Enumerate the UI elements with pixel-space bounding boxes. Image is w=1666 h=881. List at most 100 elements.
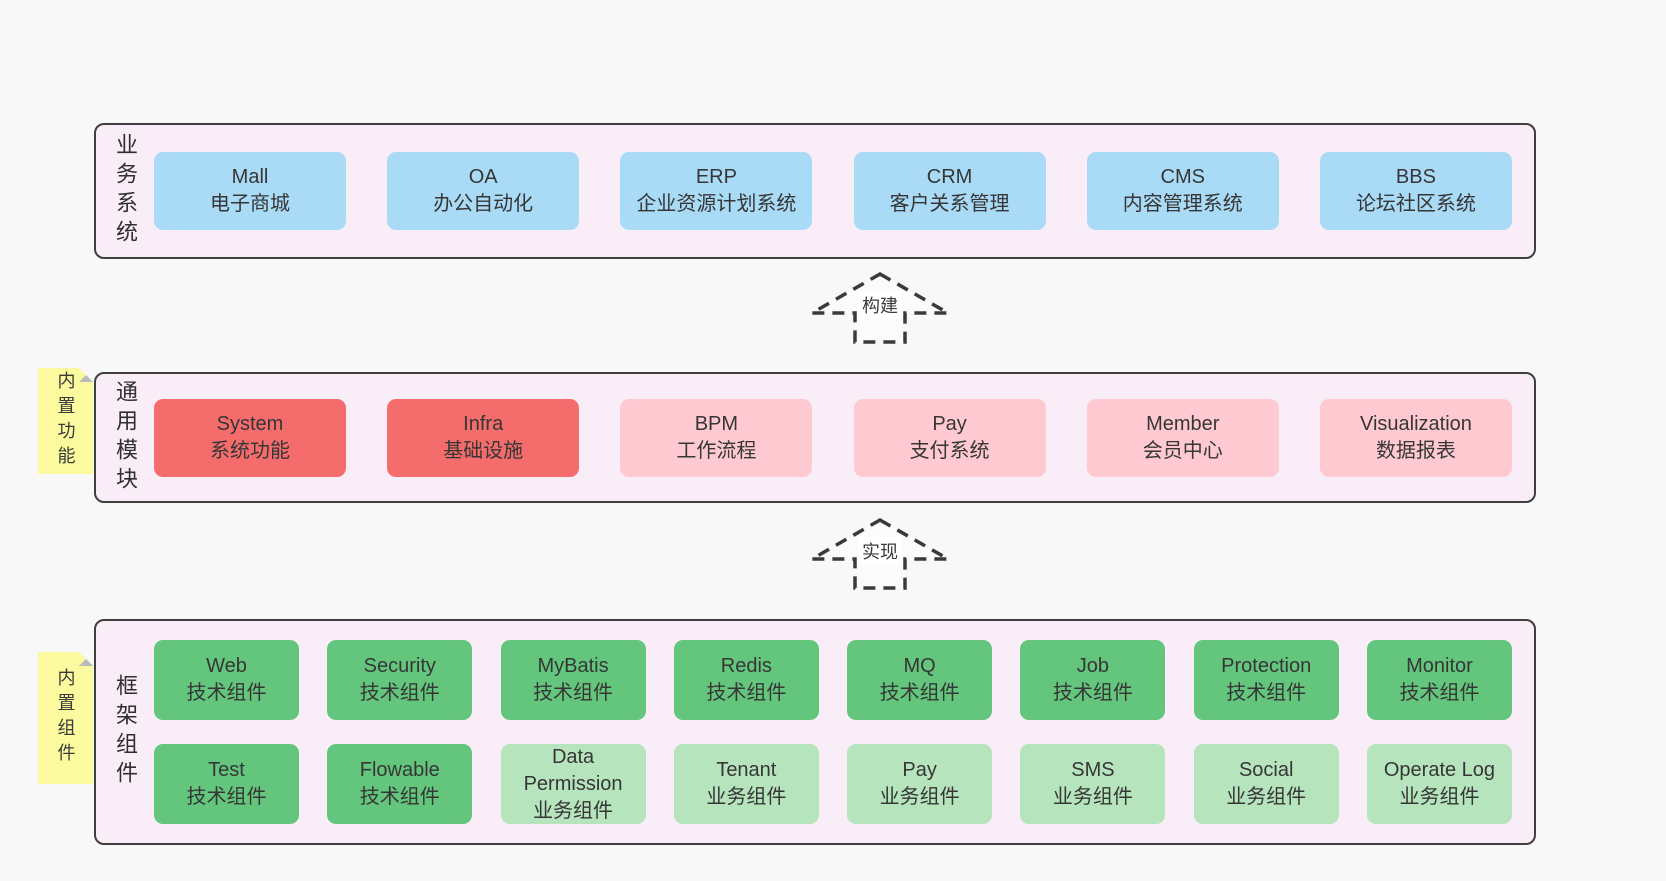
framework-components-container: 框架组件 Web 技术组件 Security 技术组件 MyBatis 技术组件… bbox=[94, 619, 1536, 845]
box-title: Pay bbox=[932, 412, 967, 435]
box-subtitle: 业务组件 bbox=[879, 786, 960, 808]
box-title: MQ bbox=[903, 655, 936, 677]
box-crm: CRM 客户关系管理 bbox=[853, 152, 1046, 230]
box-title: MyBatis bbox=[537, 655, 609, 677]
box-mq: MQ 技术组件 bbox=[847, 640, 993, 720]
box-subtitle: 支付系统 bbox=[909, 439, 990, 462]
box-mall: Mall 电子商城 bbox=[154, 152, 346, 230]
box-redis: Redis 技术组件 bbox=[673, 640, 819, 720]
note-built-in-components-label: 内置组件 bbox=[55, 668, 76, 768]
box-test: Test 技术组件 bbox=[154, 744, 299, 824]
box-title: BPM bbox=[694, 412, 739, 435]
box-infra: Infra 基础设施 bbox=[387, 398, 580, 477]
components-section-label: 框架组件 bbox=[113, 674, 138, 790]
business-systems-container: 业务系统 Mall 电子商城 OA 办公自动化 ERP 企业资源计划系统 CRM… bbox=[94, 123, 1536, 259]
box-subtitle: 业务组件 bbox=[533, 799, 614, 822]
business-label-column: 业务系统 bbox=[96, 125, 154, 257]
box-title: Mall bbox=[231, 166, 269, 188]
box-subtitle: 技术组件 bbox=[186, 682, 267, 704]
business-section-label: 业务系统 bbox=[113, 133, 138, 249]
box-subtitle: 客户关系管理 bbox=[889, 193, 1010, 215]
box-subtitle: 技术组件 bbox=[186, 786, 267, 808]
box-title: System bbox=[216, 412, 284, 435]
modules-label-column: 通用模块 bbox=[96, 374, 154, 501]
box-subtitle: 业务组件 bbox=[1399, 786, 1480, 808]
box-title: BBS bbox=[1395, 166, 1436, 188]
box-monitor: Monitor 技术组件 bbox=[1366, 640, 1512, 720]
box-security: Security 技术组件 bbox=[327, 640, 473, 720]
box-title: Protection bbox=[1221, 655, 1312, 677]
modules-boxes-row: System 系统功能 Infra 基础设施 BPM 工作流程 Pay 支付系统… bbox=[154, 374, 1534, 501]
box-subtitle: 内容管理系统 bbox=[1122, 193, 1243, 215]
box-title: Infra bbox=[463, 412, 504, 435]
box-subtitle: 技术组件 bbox=[533, 682, 614, 704]
box-title: SMS bbox=[1071, 759, 1115, 781]
box-title: Social bbox=[1238, 759, 1294, 781]
box-title: Visualization bbox=[1359, 412, 1472, 435]
box-subtitle: 会员中心 bbox=[1142, 439, 1223, 462]
box-tenant: Tenant 业务组件 bbox=[673, 744, 819, 824]
box-subtitle: 业务组件 bbox=[1052, 786, 1133, 808]
box-title: ERP bbox=[695, 166, 737, 188]
box-subtitle: 技术组件 bbox=[1399, 682, 1480, 704]
box-erp: ERP 企业资源计划系统 bbox=[620, 152, 813, 230]
business-boxes-row: Mall 电子商城 OA 办公自动化 ERP 企业资源计划系统 CRM 客户关系… bbox=[154, 125, 1534, 257]
box-subtitle: 电子商城 bbox=[210, 193, 290, 215]
box-subtitle: 业务组件 bbox=[1226, 786, 1307, 808]
box-subtitle: 论坛社区系统 bbox=[1355, 193, 1476, 215]
box-flowable: Flowable 技术组件 bbox=[327, 744, 473, 824]
box-subtitle: 办公自动化 bbox=[433, 193, 534, 215]
box-title: Monitor bbox=[1406, 655, 1473, 677]
box-title: CMS bbox=[1160, 166, 1205, 188]
box-title: Member bbox=[1146, 412, 1220, 435]
box-bpm: BPM 工作流程 bbox=[620, 398, 813, 477]
arrow-implement-label: 实现 bbox=[858, 537, 902, 565]
box-operate-log: Operate Log 业务组件 bbox=[1366, 744, 1512, 824]
box-visualization: Visualization 数据报表 bbox=[1319, 398, 1512, 477]
box-subtitle: 数据报表 bbox=[1375, 439, 1456, 462]
box-title: Web bbox=[206, 655, 247, 677]
box-title: Flowable bbox=[359, 759, 440, 781]
note-built-in-features-label: 内置功能 bbox=[55, 371, 76, 471]
box-title: Job bbox=[1076, 655, 1110, 677]
box-title: Redis bbox=[720, 655, 772, 677]
box-bbs: BBS 论坛社区系统 bbox=[1319, 152, 1512, 230]
components-grid: Web 技术组件 Security 技术组件 MyBatis 技术组件 Redi… bbox=[154, 621, 1534, 843]
box-subtitle: 技术组件 bbox=[1052, 682, 1133, 704]
box-job: Job 技术组件 bbox=[1020, 640, 1166, 720]
box-sms: SMS 业务组件 bbox=[1020, 744, 1166, 824]
box-title: Tenant bbox=[716, 759, 777, 781]
box-title: Operate Log bbox=[1383, 759, 1496, 781]
arrow-implement: 实现 bbox=[807, 517, 953, 591]
box-title: Data Permission bbox=[523, 745, 623, 795]
arrow-build-label: 构建 bbox=[858, 291, 902, 319]
box-oa: OA 办公自动化 bbox=[387, 152, 580, 230]
box-title: CRM bbox=[926, 166, 973, 188]
box-subtitle: 企业资源计划系统 bbox=[636, 193, 797, 215]
box-data-permission: Data Permission 业务组件 bbox=[500, 744, 646, 824]
box-pay-biz: Pay 业务组件 bbox=[847, 744, 993, 824]
box-subtitle: 基础设施 bbox=[443, 439, 524, 462]
arrow-build: 构建 bbox=[807, 271, 953, 345]
box-title: Security bbox=[363, 655, 436, 677]
box-subtitle: 技术组件 bbox=[359, 786, 440, 808]
box-member: Member 会员中心 bbox=[1086, 398, 1279, 477]
box-title: Test bbox=[208, 759, 245, 781]
box-pay: Pay 支付系统 bbox=[853, 398, 1046, 477]
box-subtitle: 系统功能 bbox=[210, 439, 290, 462]
box-subtitle: 技术组件 bbox=[706, 682, 787, 704]
box-cms: CMS 内容管理系统 bbox=[1086, 152, 1279, 230]
box-system: System 系统功能 bbox=[154, 398, 346, 477]
common-modules-container: 通用模块 System 系统功能 Infra 基础设施 BPM 工作流程 Pay… bbox=[94, 372, 1536, 503]
box-protection: Protection 技术组件 bbox=[1193, 640, 1339, 720]
modules-section-label: 通用模块 bbox=[113, 379, 138, 496]
box-mybatis: MyBatis 技术组件 bbox=[500, 640, 646, 720]
box-title: OA bbox=[468, 166, 498, 188]
box-subtitle: 技术组件 bbox=[879, 682, 960, 704]
box-subtitle: 业务组件 bbox=[706, 786, 787, 808]
note-built-in-components: 内置组件 bbox=[38, 652, 93, 784]
box-web: Web 技术组件 bbox=[154, 640, 299, 720]
components-row-2: Test 技术组件 Flowable 技术组件 Data Permission … bbox=[154, 744, 1512, 824]
components-row-1: Web 技术组件 Security 技术组件 MyBatis 技术组件 Redi… bbox=[154, 640, 1512, 720]
components-label-column: 框架组件 bbox=[96, 621, 154, 843]
